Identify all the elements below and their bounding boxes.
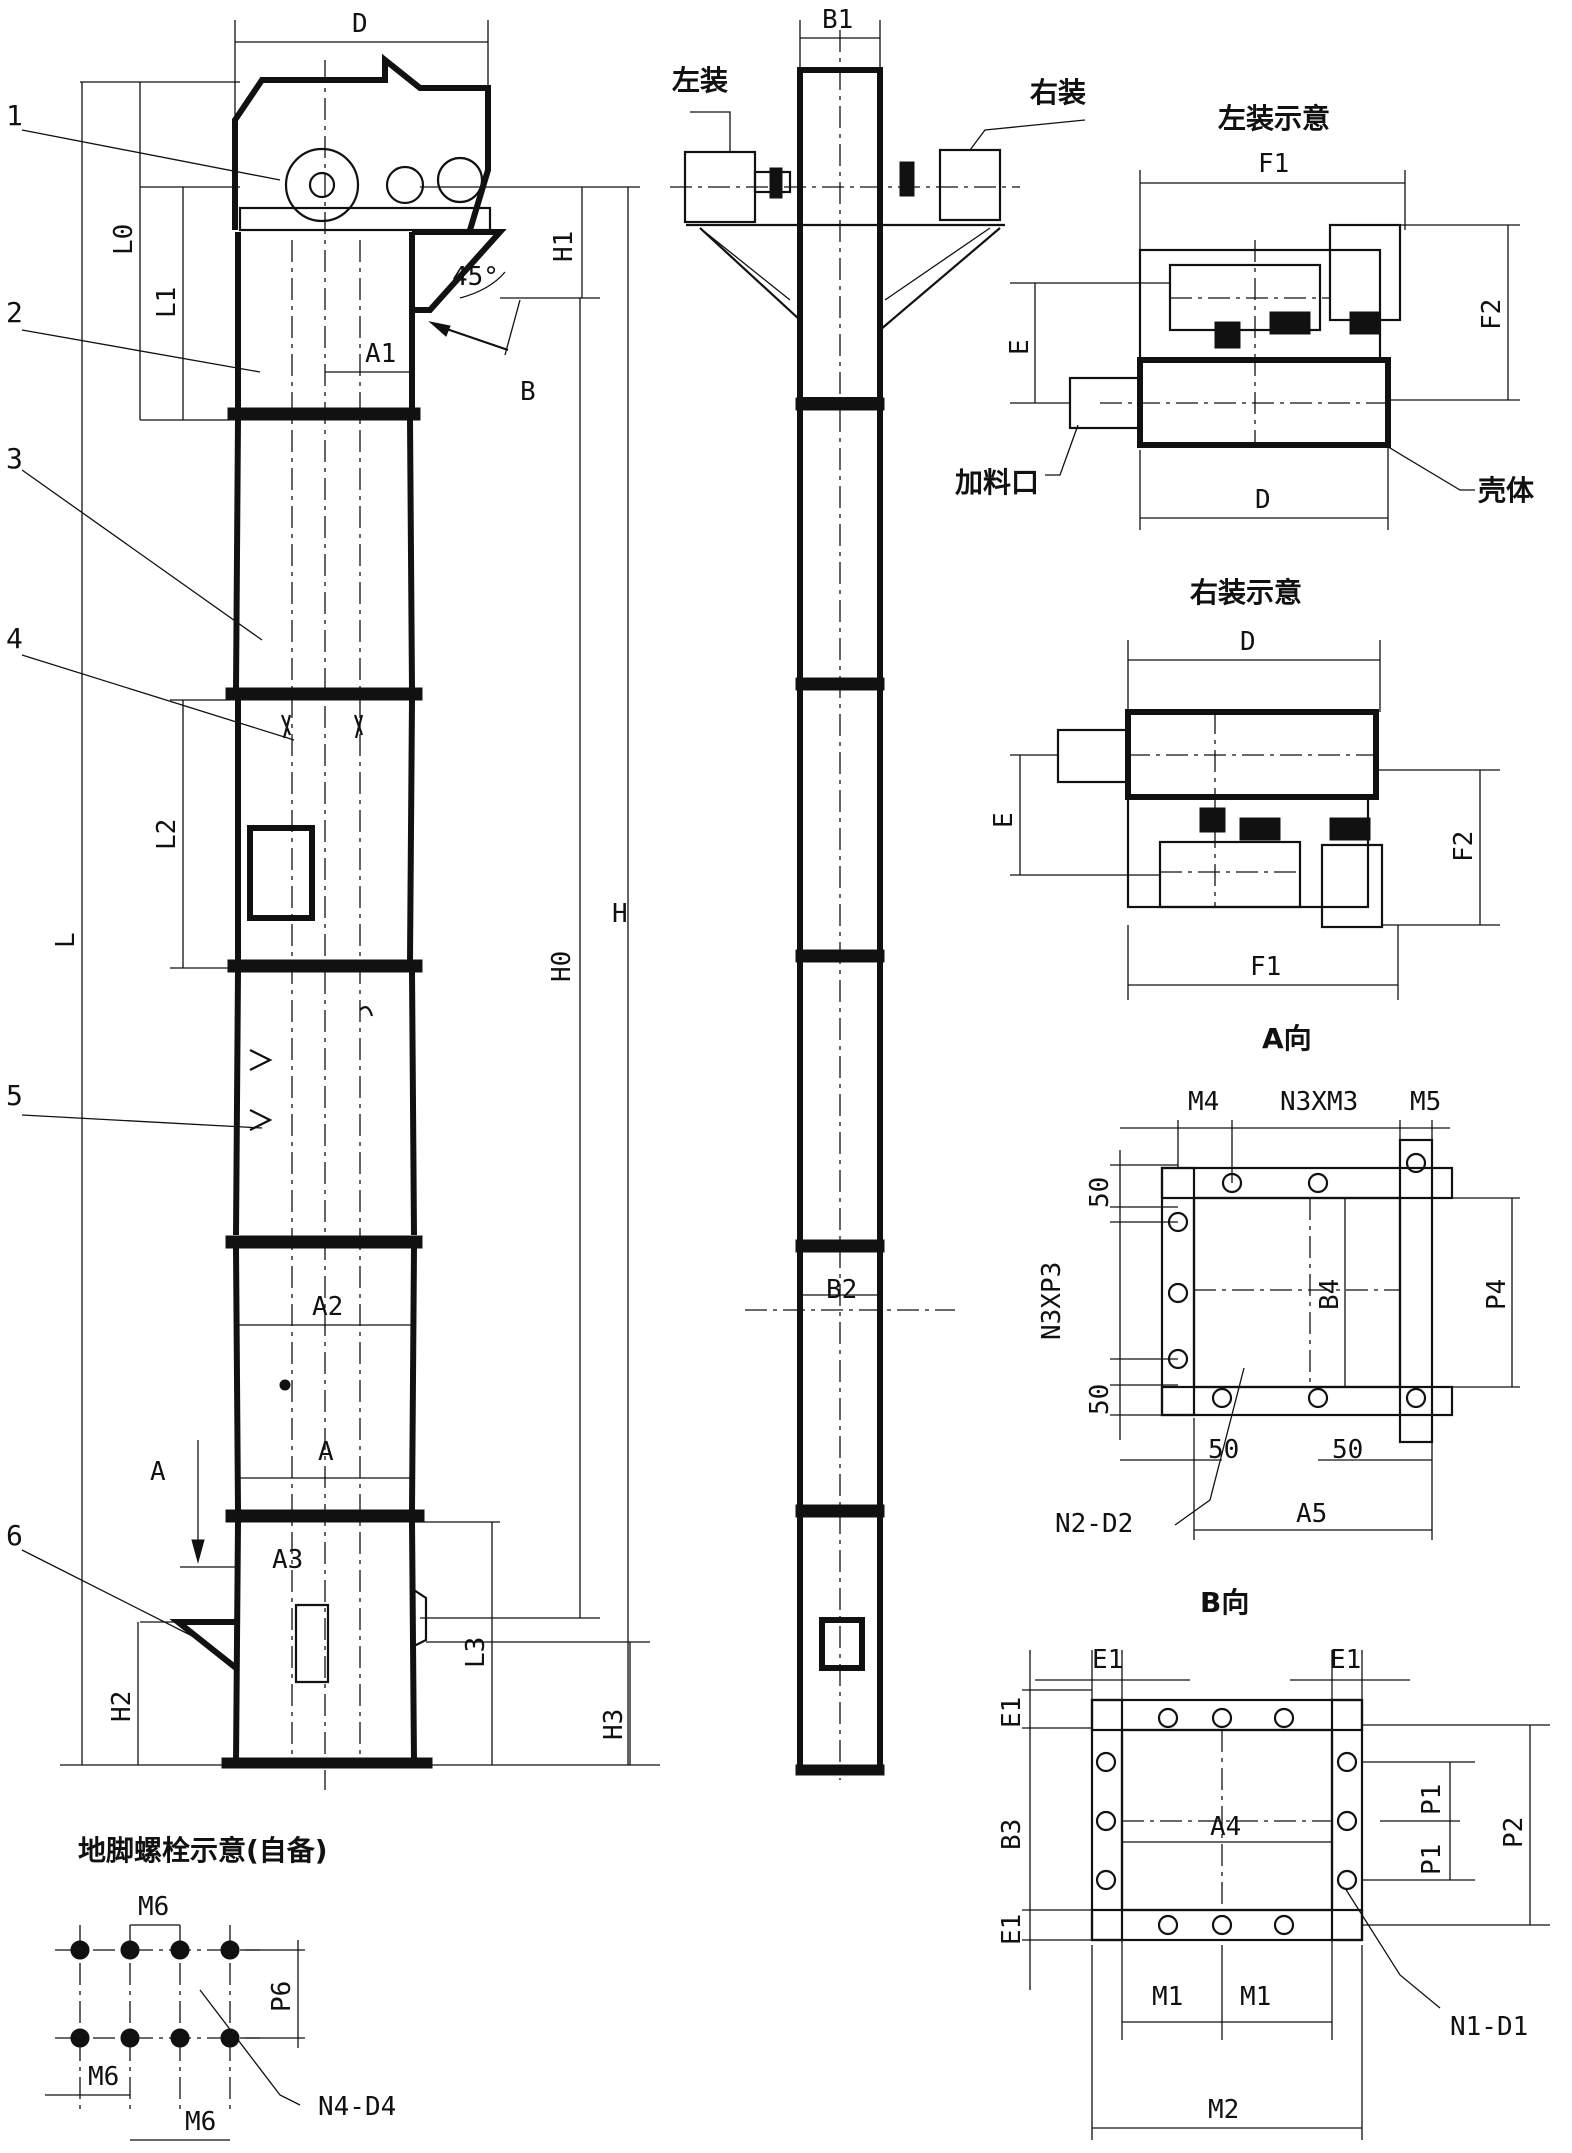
right-dim-d: D <box>1240 627 1256 657</box>
part-number-4: 4 <box>6 622 23 655</box>
right-mount-label: 右装 <box>1030 76 1086 109</box>
view-b-p2: P2 <box>1499 1817 1529 1848</box>
dim-h3: H3 <box>599 1709 629 1740</box>
side-view <box>670 20 1086 1780</box>
right-dim-e: E <box>989 812 1019 828</box>
main-front-view <box>60 20 660 1790</box>
anchor-bolt-n4-d4: N4-D4 <box>318 2092 396 2122</box>
direction-a: A <box>150 1457 166 1487</box>
anchor-m6-top: M6 <box>138 1892 169 1922</box>
dim-l3: L3 <box>461 1637 491 1668</box>
right-mount-title: 右装示意 <box>1190 576 1302 609</box>
part-number-3: 3 <box>6 442 23 475</box>
head-pulley <box>284 147 360 223</box>
dim-l2: L2 <box>152 819 182 850</box>
left-dim-d: D <box>1255 485 1271 515</box>
view-b-e1-top-right: E1 <box>1330 1645 1361 1675</box>
view-b-m1-left: M1 <box>1152 1982 1183 2012</box>
reducer <box>436 156 484 204</box>
view-b-title: B向 <box>1200 1586 1249 1619</box>
access-window <box>247 825 315 921</box>
base-flange <box>221 1757 433 1769</box>
view-a-b4: B4 <box>1315 1279 1345 1310</box>
dim-l1: L1 <box>152 287 182 318</box>
view-b-e1-top-left: E1 <box>1092 1645 1123 1675</box>
left-dim-f2: F2 <box>1477 299 1507 330</box>
anchor-m6-left: M6 <box>88 2062 119 2092</box>
angle-45: 45° <box>452 262 499 292</box>
dim-h0: H0 <box>547 951 577 982</box>
view-a-n3xp3: N3XP3 <box>1037 1262 1067 1340</box>
dim-d-top: D <box>352 9 368 39</box>
view-a <box>1110 1120 1520 1540</box>
dim-a3: A3 <box>272 1545 303 1575</box>
view-a-title: A向 <box>1262 1022 1312 1055</box>
anchor-bolts-view <box>45 1924 305 2141</box>
anchor-p6: P6 <box>267 1981 297 2012</box>
dim-b2: B2 <box>826 1275 857 1305</box>
part-number-6: 6 <box>6 1519 23 1552</box>
view-a-50-left: 50 <box>1085 1384 1115 1415</box>
view-a-p4: P4 <box>1482 1279 1512 1310</box>
view-b-p1-top: P1 <box>1417 1784 1447 1815</box>
right-dim-f2: F2 <box>1449 831 1479 862</box>
view-b-m1-right: M1 <box>1240 1982 1271 2012</box>
view-a-50-top: 50 <box>1085 1177 1115 1208</box>
right-dim-f1: F1 <box>1250 952 1281 982</box>
view-b-e1-left-top: E1 <box>997 1697 1027 1728</box>
view-b-e1-left-bottom: E1 <box>997 1914 1027 1945</box>
flange-4 <box>225 1235 423 1249</box>
view-b-a4: A4 <box>1210 1812 1241 1842</box>
left-mount-view <box>1010 170 1520 530</box>
dim-a2: A2 <box>312 1292 343 1322</box>
left-dim-e: E <box>1005 339 1035 355</box>
left-mount-title: 左装示意 <box>1218 102 1330 135</box>
dim-a1: A1 <box>365 339 396 369</box>
dim-a: A <box>318 1437 334 1467</box>
right-mount-view <box>1010 640 1500 1000</box>
view-a-a5: A5 <box>1296 1499 1327 1529</box>
dim-l: L <box>51 932 81 948</box>
part-leaders <box>21 129 295 1646</box>
left-dim-f1: F1 <box>1258 149 1289 179</box>
casing-label: 壳体 <box>1478 474 1535 507</box>
feed-port-label: 加料口 <box>955 466 1039 499</box>
dim-h2: H2 <box>107 1691 137 1722</box>
part-number-2: 2 <box>6 296 23 329</box>
dim-l0: L0 <box>109 224 139 255</box>
anchor-m6-bottom: M6 <box>185 2107 216 2137</box>
direction-b: B <box>520 377 536 407</box>
part-number-5: 5 <box>6 1079 23 1112</box>
part-number-1: 1 <box>6 99 23 132</box>
coupling <box>385 165 425 205</box>
anchor-bolts-title: 地脚螺栓示意(自备) <box>78 1834 328 1867</box>
view-b-bolt-n1-d1: N1-D1 <box>1450 2012 1528 2042</box>
view-b <box>1022 1650 1550 2140</box>
view-a-50-bottom-left: 50 <box>1208 1435 1239 1465</box>
view-a-n3xm3: N3XM3 <box>1280 1087 1358 1117</box>
left-mount-label: 左装 <box>672 64 728 97</box>
dim-b1: B1 <box>822 5 853 35</box>
view-a-bolt-n2-d2: N2-D2 <box>1055 1509 1133 1539</box>
inspection-door <box>294 1603 330 1684</box>
dim-h1: H1 <box>549 231 579 262</box>
view-b-b3: B3 <box>997 1819 1027 1850</box>
flange-1 <box>227 407 421 421</box>
view-b-m2: M2 <box>1208 2095 1239 2125</box>
view-a-50-bottom-right: 50 <box>1332 1435 1363 1465</box>
view-a-m4: M4 <box>1188 1087 1219 1117</box>
view-a-m5: M5 <box>1410 1087 1441 1117</box>
flange-2 <box>225 687 423 701</box>
dim-h: H <box>612 899 628 929</box>
view-b-p1-bottom: P1 <box>1417 1844 1447 1875</box>
